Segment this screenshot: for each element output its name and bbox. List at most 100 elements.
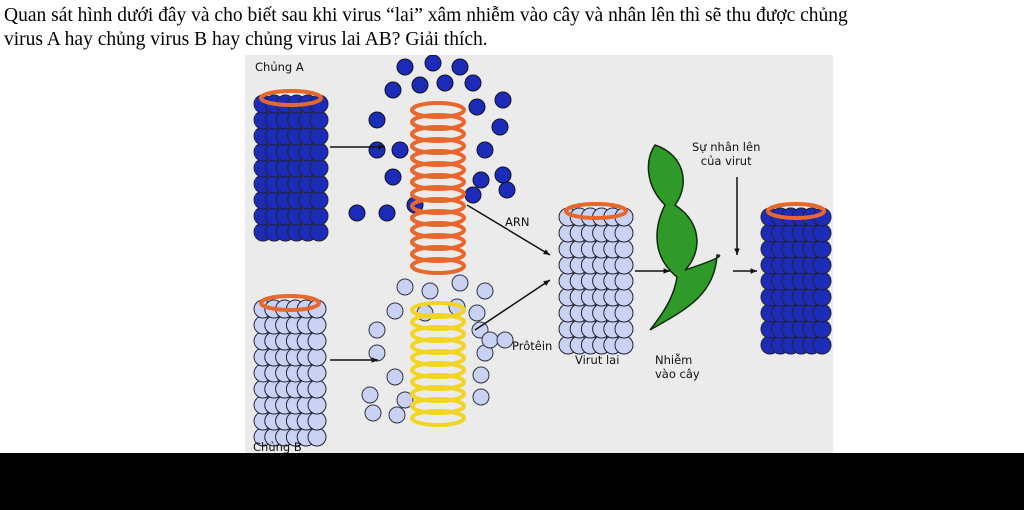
protein-subunit-light [361,386,379,404]
capsomere [309,190,329,210]
arrow-head [543,249,550,255]
protein-subunit-blue [498,181,516,199]
protein-subunit-blue [468,98,486,116]
capsomere [614,287,634,307]
arrow-head [371,357,378,363]
protein-subunit-light [472,366,490,384]
protein-subunit-blue [464,74,482,92]
protein-subunit-blue [472,171,490,189]
capsomere [812,239,832,259]
label-protein: Prôtêin [512,339,553,353]
protein-subunit-blue [476,141,494,159]
protein-subunit-light [481,331,499,349]
protein-subunit-blue [391,141,409,159]
capsomere [307,363,327,383]
capsomere [307,427,327,447]
capsomere [614,223,634,243]
rna-coil-top [259,89,323,107]
virus-strain-a [253,89,329,242]
coil-turn [410,409,466,427]
protein-subunit-blue [451,58,469,76]
protein-subunit-blue [491,118,509,136]
capsomere [812,271,832,291]
capsomere [812,223,832,243]
arrow-head [378,144,385,150]
rna-coil-top [766,202,826,220]
label-rna: ARN [505,215,530,229]
rna-coil-top [259,294,321,312]
protein-subunit-light [386,368,404,386]
capsomere [614,335,634,355]
capsomere [309,142,329,162]
arrow [466,204,551,256]
protein-subunit-light [468,304,486,322]
leaf-shape [647,144,721,331]
virus-strain-b [253,294,327,447]
label-mult-2: của virut [700,154,752,168]
arrow-line [466,204,551,256]
protein-subunit-blue [464,186,482,204]
capsomere [309,206,329,226]
capsomere [307,331,327,351]
arrow-head [543,280,550,286]
capsomere [309,126,329,146]
protein-subunit-light [476,282,494,300]
label-strain-a: Chủng A [255,60,304,74]
capsomere [307,379,327,399]
capsomere [812,335,832,355]
label-infect-2: vào cây [655,367,700,381]
capsomere [812,303,832,323]
hybrid-virus [558,202,634,355]
protein-subunit-light [386,302,404,320]
protein-subunit-blue [384,168,402,186]
arrow-head [663,268,670,274]
question-text: Quan sát hình dưới đây và cho biết sau k… [4,4,1024,52]
capsomere [307,347,327,367]
arrow [734,177,740,255]
arrow [635,268,670,274]
rna-coil-a [410,101,466,275]
capsomere [812,255,832,275]
protein-subunit-blue [424,55,442,72]
plant-leaf-icon [647,144,721,331]
capsomere [614,255,634,275]
capsomere [309,174,329,194]
rna-coil-top [564,202,628,220]
capsomere [812,319,832,339]
arrow-head [734,248,740,255]
label-strain-b: Chủng B [253,440,302,454]
capsomere [307,315,327,335]
capsomere [309,158,329,178]
arrow-line [474,279,551,331]
capsomere [309,110,329,130]
capsomere [309,222,329,242]
protein-subunit-light [396,391,414,409]
protein-subunit-blue [368,141,386,159]
capsomere [614,303,634,323]
protein-subunit-light [396,278,414,296]
protein-coil-b [410,301,466,427]
protein-subunit-light [388,406,406,424]
capsomere [614,271,634,291]
arrow-head [750,268,757,274]
label-infect-1: Nhiễm [655,353,693,367]
capsomere [614,239,634,259]
capsomere [812,287,832,307]
protein-subunit-light [368,344,386,362]
question-line-1: Quan sát hình dưới đây và cho biết sau k… [4,5,848,26]
coil-turn [410,257,466,275]
protein-subunit-light [472,388,490,406]
protein-subunit-light [421,282,439,300]
protein-subunit-blue [494,166,512,184]
capsomere [307,395,327,415]
protein-subunit-blue [378,204,396,222]
result-virus [760,202,832,355]
capsomere [614,319,634,339]
protein-subunit-blue [348,204,366,222]
label-mult-1: Sự nhân lên [692,140,761,154]
protein-subunit-light [451,274,469,292]
bottom-black-bar [0,453,1024,510]
protein-subunit-blue [368,111,386,129]
